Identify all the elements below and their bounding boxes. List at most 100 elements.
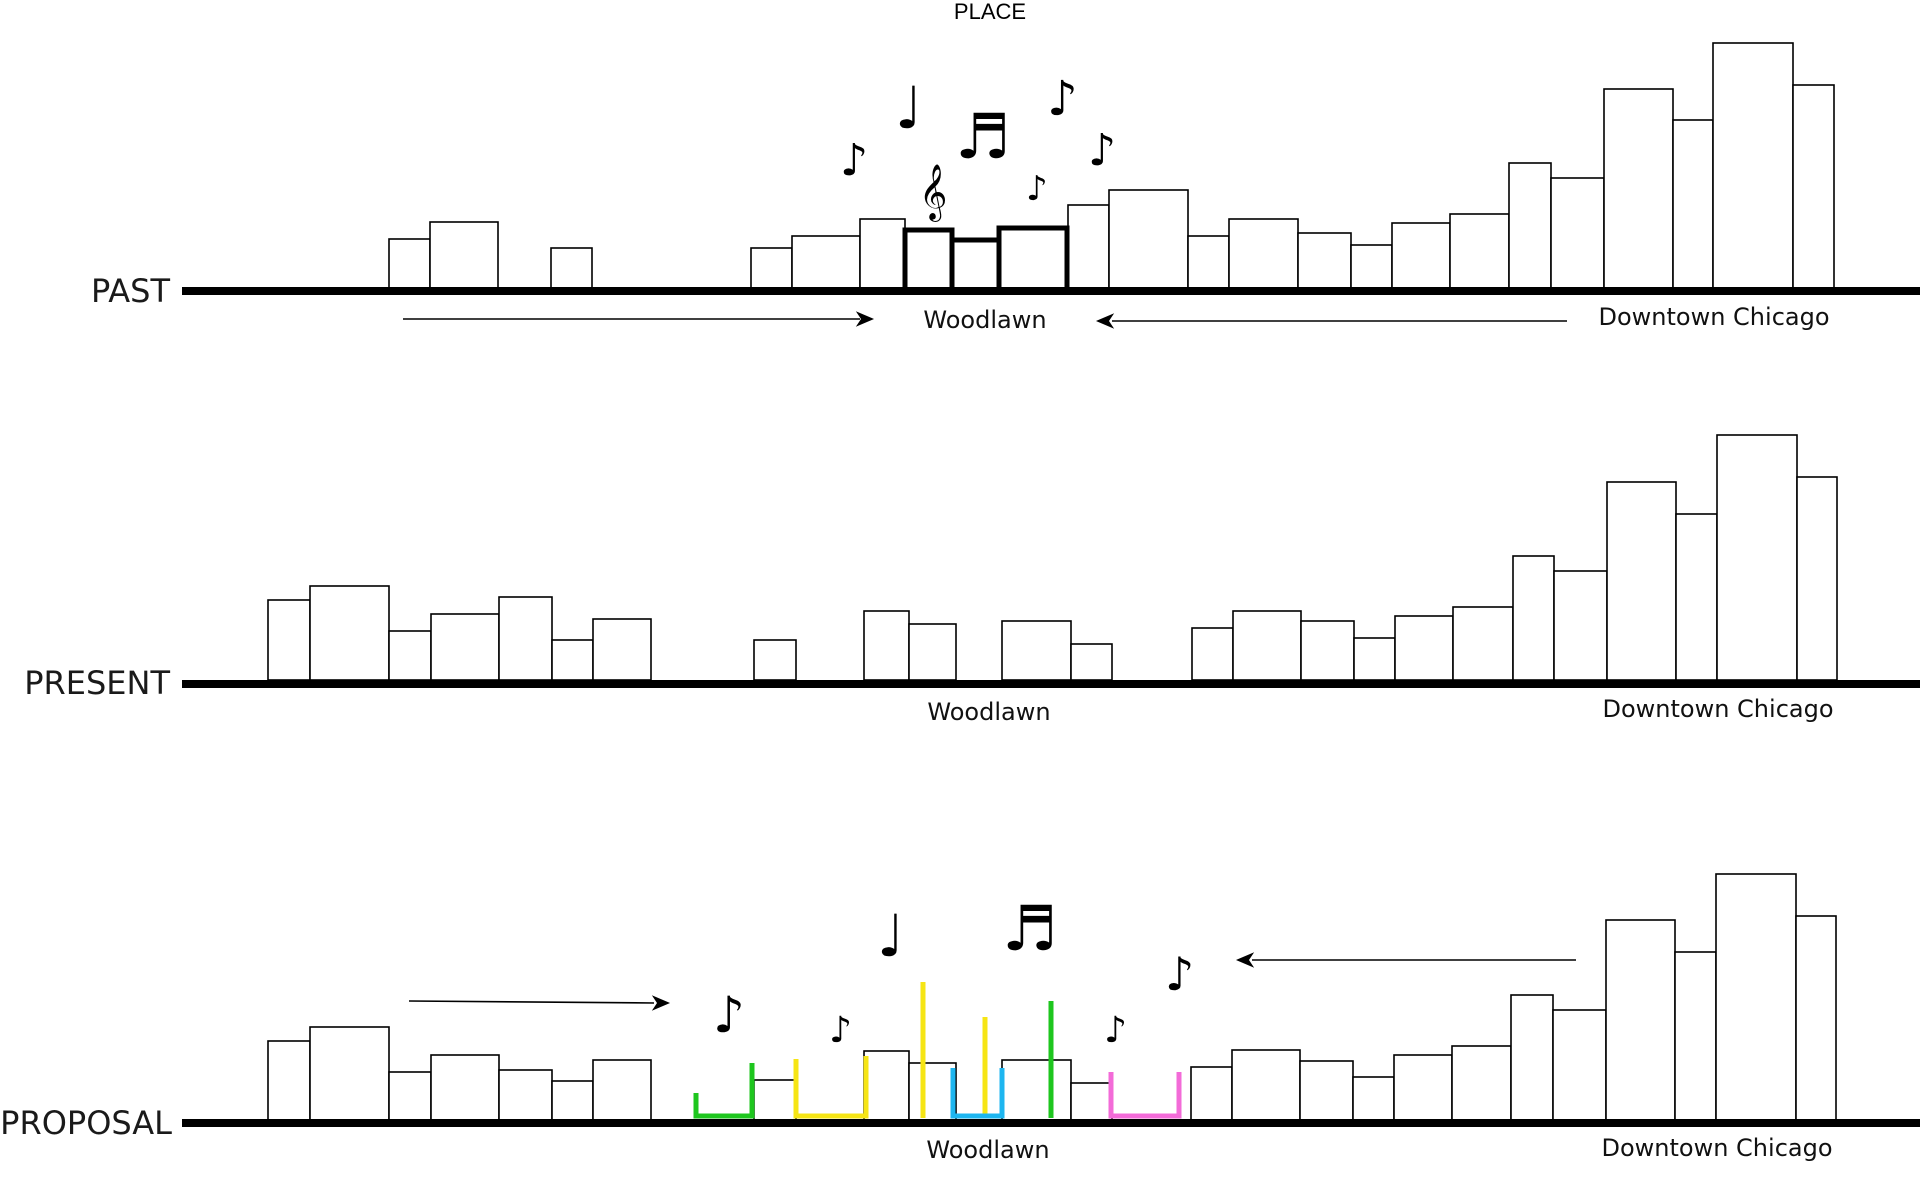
arrowhead (1235, 952, 1255, 968)
building (1603, 88, 1674, 291)
building (430, 1054, 500, 1122)
flow-arrows-past (403, 311, 1567, 329)
arrowhead (651, 995, 671, 1011)
skyline-present (267, 434, 1838, 681)
building (267, 599, 311, 681)
building (1391, 222, 1451, 291)
venue-frame-blue (950, 1068, 1005, 1119)
building (498, 596, 553, 681)
building (551, 1080, 594, 1122)
building (1352, 1076, 1395, 1122)
building (908, 623, 957, 681)
building (1510, 994, 1554, 1122)
building (1674, 951, 1717, 1122)
building (1508, 162, 1552, 291)
eighth-note-icon: ♪ (840, 135, 868, 186)
building (908, 1062, 957, 1122)
building (430, 613, 500, 681)
place-label-downtown: Downtown Chicago (1601, 1134, 1832, 1162)
building (1232, 610, 1302, 681)
building (1001, 1059, 1072, 1122)
eighth-note-icon: ♪ (1165, 947, 1194, 1001)
building (1452, 606, 1514, 681)
treble-clef-icon: 𝄞 (919, 164, 947, 222)
building (1716, 434, 1798, 681)
building (753, 1079, 797, 1122)
venue-frame-pink (1108, 1072, 1182, 1119)
arrowhead (1095, 313, 1115, 329)
music-venue (902, 227, 955, 293)
building (1350, 244, 1393, 291)
building (1606, 481, 1677, 681)
building (863, 610, 910, 681)
building (863, 1050, 910, 1122)
eighth-note-icon: ♪ (1088, 125, 1116, 176)
building (1108, 189, 1189, 291)
building (1672, 119, 1714, 291)
building (1449, 213, 1510, 291)
building (1228, 218, 1299, 291)
building (498, 1069, 553, 1122)
row-present: PRESENT Wo (24, 434, 1920, 726)
ground-line (182, 287, 1920, 295)
building (388, 630, 432, 681)
eighth-note-icon: ♪ (1026, 169, 1048, 209)
building (429, 221, 499, 291)
eighth-note-icon: ♪ (713, 986, 745, 1044)
building (1792, 84, 1835, 291)
building (1191, 627, 1234, 681)
colored-music-venues (693, 982, 1182, 1119)
building (1512, 555, 1555, 681)
building (753, 639, 797, 681)
quarter-note-icon: ♩ (895, 74, 922, 142)
music-venue (949, 237, 1002, 293)
skyline-past (388, 42, 1835, 291)
diagram-title: PLACE (954, 0, 1026, 24)
building (1067, 204, 1110, 291)
building (1796, 476, 1838, 681)
eighth-note-icon: ♪ (1047, 71, 1078, 127)
place-label-woodlawn: Woodlawn (926, 1136, 1049, 1164)
building (1231, 1049, 1301, 1122)
building (1552, 1009, 1607, 1122)
building (550, 247, 593, 291)
place-label-woodlawn: Woodlawn (927, 698, 1050, 726)
row-label-present: PRESENT (24, 664, 170, 702)
building (309, 585, 390, 681)
building (592, 1059, 652, 1122)
building (859, 218, 906, 291)
row-label-past: PAST (91, 272, 170, 310)
row-label-proposal: PROPOSAL (0, 1104, 172, 1142)
building (791, 235, 861, 291)
building (1715, 873, 1797, 1122)
building (1187, 235, 1230, 291)
building (1394, 615, 1454, 681)
building (267, 1040, 311, 1122)
flow-arrows-proposal (408, 952, 1576, 1011)
eighth-note-icon: ♪ (829, 1010, 852, 1051)
eighth-note-icon: ♪ (1104, 1010, 1127, 1051)
building (1550, 177, 1605, 291)
venue-frame-yellow (793, 1056, 869, 1119)
building (750, 247, 793, 291)
building (1675, 513, 1718, 681)
ground-line (182, 1119, 1920, 1127)
building (1451, 1045, 1512, 1122)
building (1393, 1054, 1453, 1122)
row-proposal: PROPOSAL (0, 873, 1920, 1164)
building (592, 618, 652, 681)
woodlawn-music-venues-past (902, 225, 1070, 293)
building (1300, 620, 1355, 681)
building (1297, 232, 1352, 291)
skyline-proposal (267, 873, 1837, 1122)
arrowhead (855, 311, 875, 327)
music-venue (996, 225, 1070, 293)
place-label-downtown: Downtown Chicago (1598, 303, 1829, 331)
place-label-downtown: Downtown Chicago (1602, 695, 1833, 723)
quarter-note-icon: ♩ (877, 902, 904, 970)
beamed-notes-icon: ♬ (955, 100, 1011, 173)
building (1070, 1082, 1113, 1122)
ground-line (182, 680, 1920, 688)
building (1190, 1066, 1233, 1122)
music-notes-proposal: ♩ ♬ ♪ ♪ ♪ ♪ (713, 892, 1194, 1051)
